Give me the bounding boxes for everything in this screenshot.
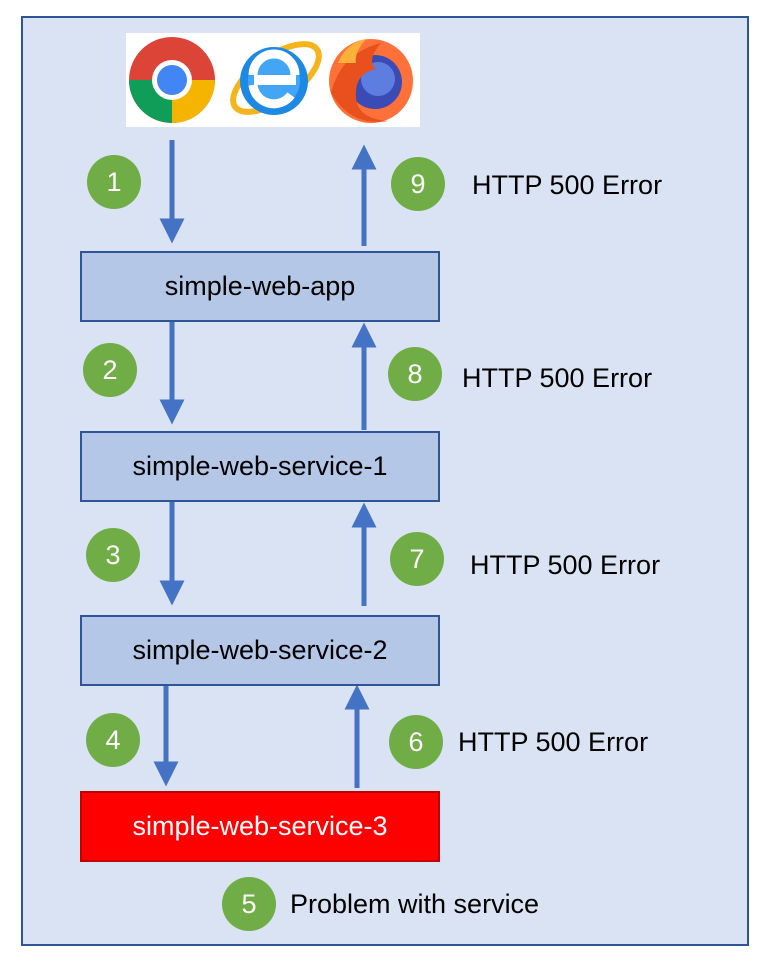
step-7-badge: 7 <box>390 532 444 586</box>
step-5-badge: 5 <box>222 877 276 931</box>
simple-web-app-box: simple-web-app <box>80 251 440 322</box>
browser-icons <box>126 33 420 127</box>
simple-web-service-1-box: simple-web-service-1 <box>80 431 440 502</box>
step-4-badge: 4 <box>86 713 140 767</box>
http-500-error-label-9: HTTP 500 Error <box>472 170 663 200</box>
http-500-error-label-7: HTTP 500 Error <box>470 550 661 580</box>
http-500-error-label-6: HTTP 500 Error <box>458 727 649 757</box>
internet-explorer-icon <box>230 41 322 115</box>
step-8-badge: 8 <box>388 347 442 401</box>
http-500-error-label-8: HTTP 500 Error <box>462 363 653 393</box>
step-9-badge: 9 <box>391 157 445 211</box>
chrome-icon <box>129 37 215 123</box>
step-3-badge: 3 <box>86 528 140 582</box>
firefox-icon <box>329 39 413 123</box>
step-2-badge: 2 <box>83 343 137 397</box>
step-1-badge: 1 <box>87 155 141 209</box>
problem-with-service-label: Problem with service <box>290 889 540 919</box>
simple-web-service-2-box: simple-web-service-2 <box>80 615 440 686</box>
step-6-badge: 6 <box>389 715 443 769</box>
simple-web-service-3-box: simple-web-service-3 <box>80 791 440 862</box>
